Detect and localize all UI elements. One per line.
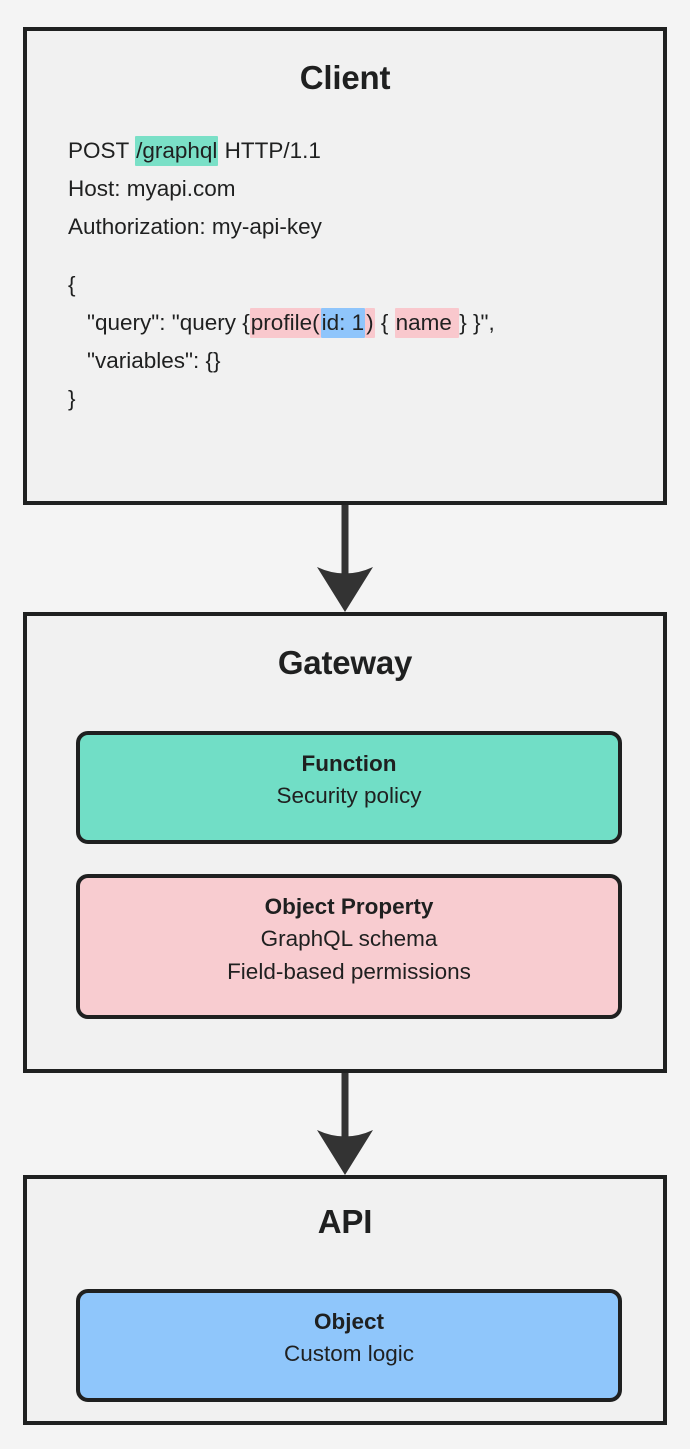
client-node: Client POST /graphql HTTP/1.1 Host: myap…	[23, 27, 667, 505]
query-args-highlight: id: 1	[320, 308, 366, 339]
query-name-highlight: name	[394, 308, 460, 339]
query-inner-close: }	[459, 310, 473, 336]
json-variables-line: "variables": {}	[87, 348, 221, 374]
request-protocol: HTTP/1.1	[218, 138, 321, 164]
request-host-header: Host: myapi.com	[68, 176, 236, 202]
client-request-body: POST /graphql HTTP/1.1 Host: myapi.com A…	[68, 132, 663, 418]
json-query-brace-open: {	[242, 310, 250, 336]
gateway-object-property-title: Object Property	[264, 894, 434, 919]
api-object-title: Object	[313, 1309, 385, 1334]
api-node: API Object Custom logic	[23, 1175, 667, 1425]
json-brace-close: }	[68, 386, 76, 412]
gateway-object-property-line-1: GraphQL schema	[260, 926, 438, 951]
request-auth-header: Authorization: my-api-key	[68, 214, 322, 240]
query-close-paren-highlight: )	[365, 308, 375, 339]
api-object-line-1: Custom logic	[283, 1341, 415, 1366]
request-blank-line	[68, 246, 663, 266]
gateway-title: Gateway	[277, 644, 413, 681]
arrow-client-to-gateway	[317, 505, 373, 612]
client-title: Client	[299, 59, 391, 96]
arrow-gateway-to-api	[317, 1073, 373, 1175]
gateway-function-node: Function Security policy	[76, 731, 622, 844]
json-brace-open: {	[68, 272, 76, 298]
query-brace-close: }",	[472, 310, 495, 336]
api-object-node: Object Custom logic	[76, 1289, 622, 1402]
request-method: POST	[68, 138, 136, 164]
gateway-node: Gateway Function Security policy Object …	[23, 612, 667, 1073]
gateway-function-line-1: Security policy	[276, 783, 422, 808]
gateway-function-title: Function	[301, 751, 397, 776]
api-title: API	[317, 1203, 373, 1240]
gateway-object-property-node: Object Property GraphQL schema Field-bas…	[76, 874, 622, 1019]
request-path-highlight: /graphql	[135, 136, 219, 167]
gateway-object-property-line-2: Field-based permissions	[227, 959, 471, 984]
query-profile-highlight: profile(	[249, 308, 321, 339]
query-inner-open: {	[374, 310, 395, 336]
json-query-key: "query": "query	[87, 310, 243, 336]
